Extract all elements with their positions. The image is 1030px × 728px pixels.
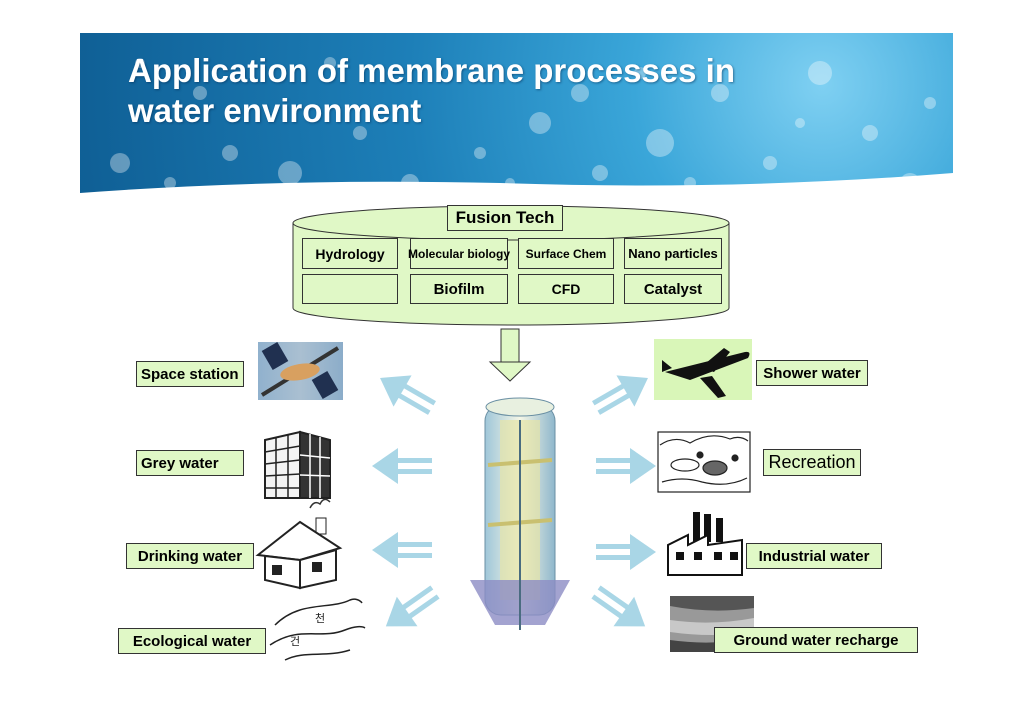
label-recreation: Recreation	[763, 449, 861, 476]
arrow-right-industrial	[596, 534, 656, 570]
arrow-right-recreation	[596, 448, 656, 484]
label-industrial-water: Industrial water	[746, 543, 882, 569]
satellite-icon	[258, 341, 343, 400]
label-grey-water: Grey water	[136, 450, 244, 476]
svg-text:건: 건	[290, 635, 300, 648]
label-shower-water: Shower water	[756, 360, 868, 386]
label-drinking-water: Drinking water	[126, 543, 254, 569]
membrane-module-icon	[470, 397, 570, 630]
label-ground-water-recharge: Ground water recharge	[714, 627, 918, 653]
ground-layers-icon	[670, 596, 754, 652]
arrow-left-space	[371, 362, 441, 424]
water-banner: Application of membrane processes in wat…	[80, 33, 953, 205]
arrow-left-grey	[372, 448, 432, 484]
label-space-station: Space station	[136, 361, 244, 387]
arrow-left-drinking	[372, 532, 432, 568]
cell-cfd: CFD	[518, 274, 614, 304]
label-ecological-water: Ecological water	[118, 628, 266, 654]
cell-nano-particles: Nano particles	[624, 238, 722, 269]
bubbles-decoration	[80, 57, 953, 205]
airplane-icon	[654, 339, 752, 400]
page-title: Application of membrane processes in wat…	[128, 51, 735, 131]
arrow-right-groundwater	[585, 577, 656, 642]
arrow-right-shower	[587, 362, 657, 424]
title-line-1: Application of membrane processes in	[128, 52, 735, 89]
factory-icon	[667, 512, 743, 576]
recreation-icon	[657, 431, 751, 493]
arrow-left-ecological	[375, 577, 446, 642]
cell-catalyst: Catalyst	[624, 274, 722, 304]
cell-empty	[302, 274, 398, 304]
house-icon	[255, 498, 343, 590]
river-icon: 천 건	[269, 598, 366, 661]
cell-surface-chem: Surface Chem	[518, 238, 614, 269]
cell-molecular-biology: Molecular biology	[408, 238, 510, 269]
cell-biofilm: Biofilm	[410, 274, 508, 304]
title-line-2: water environment	[128, 92, 422, 129]
fusion-tech-heading: Fusion Tech	[447, 205, 563, 231]
cell-hydrology: Hydrology	[302, 238, 398, 269]
building-icon	[264, 430, 331, 499]
svg-text:천: 천	[315, 611, 325, 625]
down-arrow-icon	[488, 328, 532, 382]
